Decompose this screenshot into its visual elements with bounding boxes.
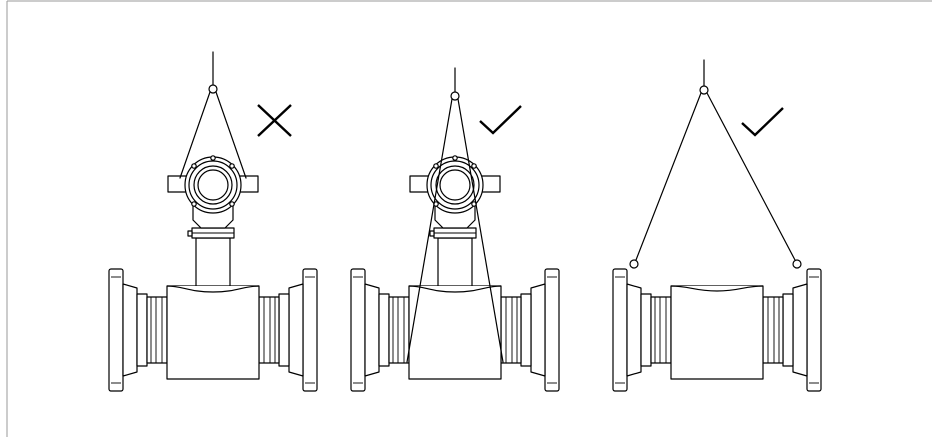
lifting-sling — [406, 67, 504, 363]
lifting-sling — [635, 59, 796, 261]
flowmeter-body — [612, 268, 822, 392]
lifting-sling — [179, 51, 247, 179]
panel-lift-by-transmitter — [108, 51, 318, 392]
lifting-lugs — [629, 259, 802, 269]
panel-lift-by-body-lugs — [612, 59, 822, 392]
check-icon — [479, 105, 522, 135]
cross-icon — [257, 104, 292, 137]
check-icon — [741, 107, 784, 137]
panel-lift-by-body-with-transmitter — [350, 67, 560, 392]
